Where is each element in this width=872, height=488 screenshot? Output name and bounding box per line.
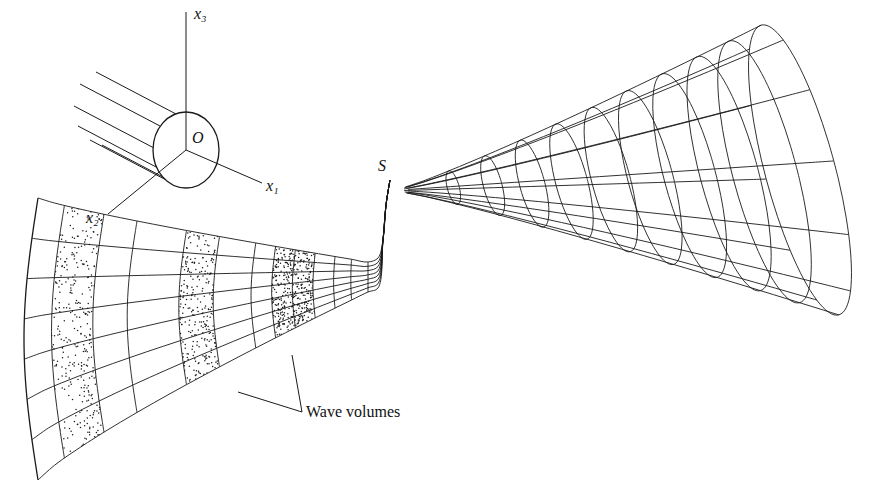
axis-label: x₁ xyxy=(266,178,279,194)
origin-label: O xyxy=(192,130,204,146)
source-label: S xyxy=(378,158,386,174)
right-ray-tube xyxy=(404,25,852,315)
coordinate-inset xyxy=(74,12,262,214)
callout-label: Wave volumes xyxy=(306,404,400,420)
leader-lines xyxy=(238,355,302,412)
axis-label: x₃ xyxy=(194,6,207,22)
left-ray-tube xyxy=(24,180,390,480)
axis-label: x₂ xyxy=(86,210,99,226)
